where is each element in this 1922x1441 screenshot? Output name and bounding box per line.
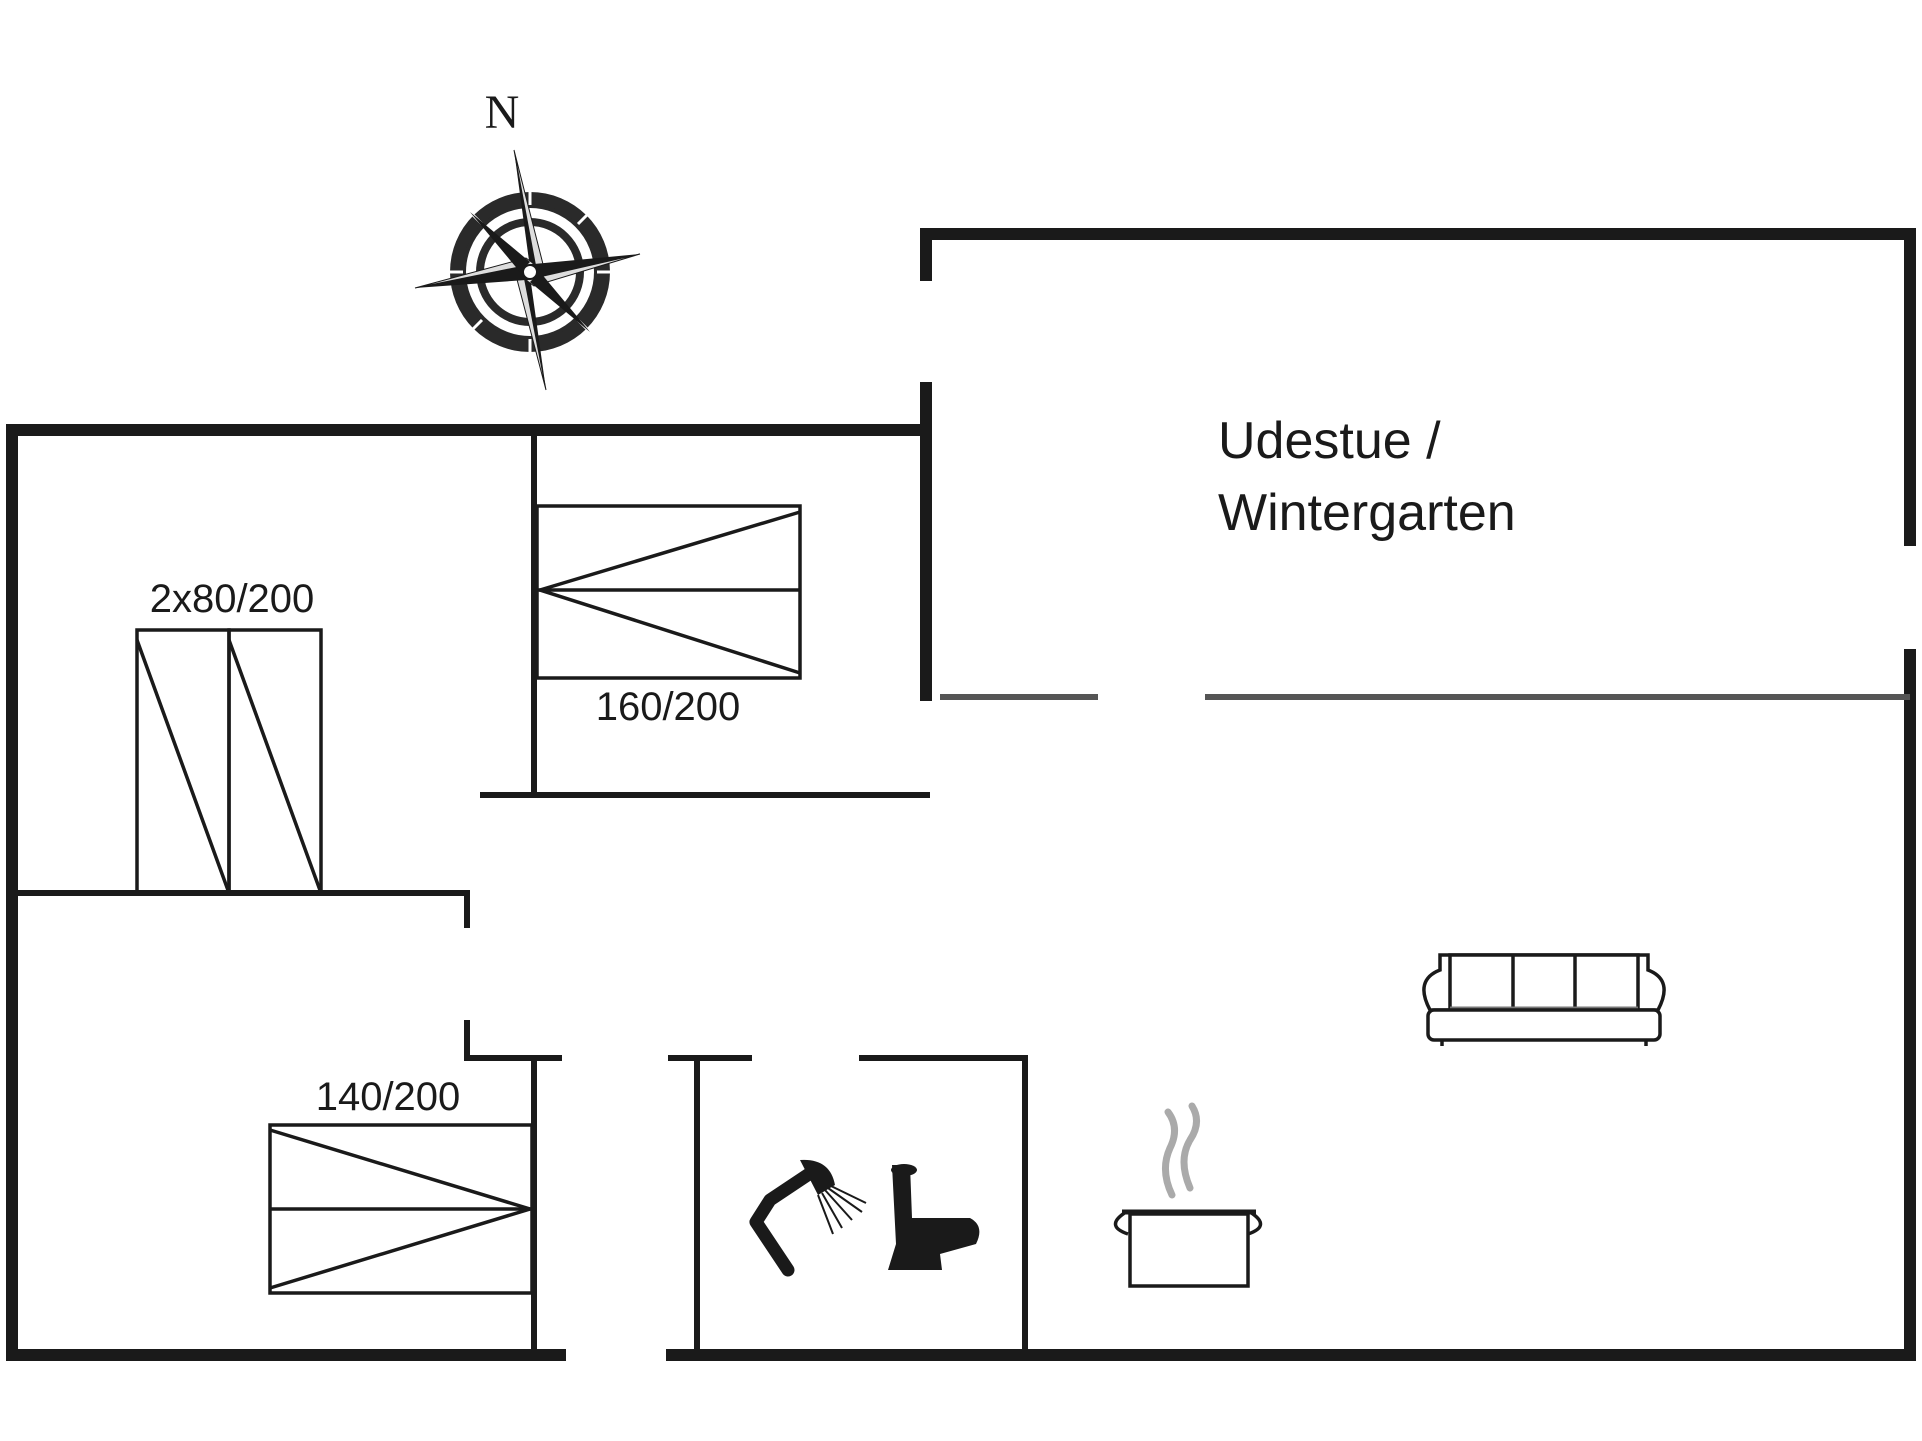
toilet-icon: [888, 1164, 980, 1270]
twin-beds: 2x80/200: [135, 577, 323, 895]
cooking-pot-icon: [1113, 1102, 1263, 1288]
sunroom-label-line2: Wintergarten: [1218, 484, 1516, 542]
north-label: N: [485, 86, 520, 139]
compass-rose-icon: N: [414, 86, 641, 391]
shower-icon: [749, 1159, 867, 1277]
double-bed-140-label: 140/200: [316, 1075, 461, 1119]
outer-walls: [6, 228, 1916, 1361]
twin-bed-label: 2x80/200: [150, 577, 315, 621]
double-bed-160-label: 160/200: [596, 685, 741, 729]
sofa-icon: [1422, 953, 1666, 1046]
sunroom-label-line1: Udestue /: [1218, 412, 1441, 470]
double-bed-160: 160/200: [534, 504, 802, 729]
interior-walls: [12, 432, 1910, 1355]
double-bed-140: 140/200: [268, 1075, 537, 1295]
sunroom-label: Udestue / Wintergarten: [1218, 412, 1516, 542]
